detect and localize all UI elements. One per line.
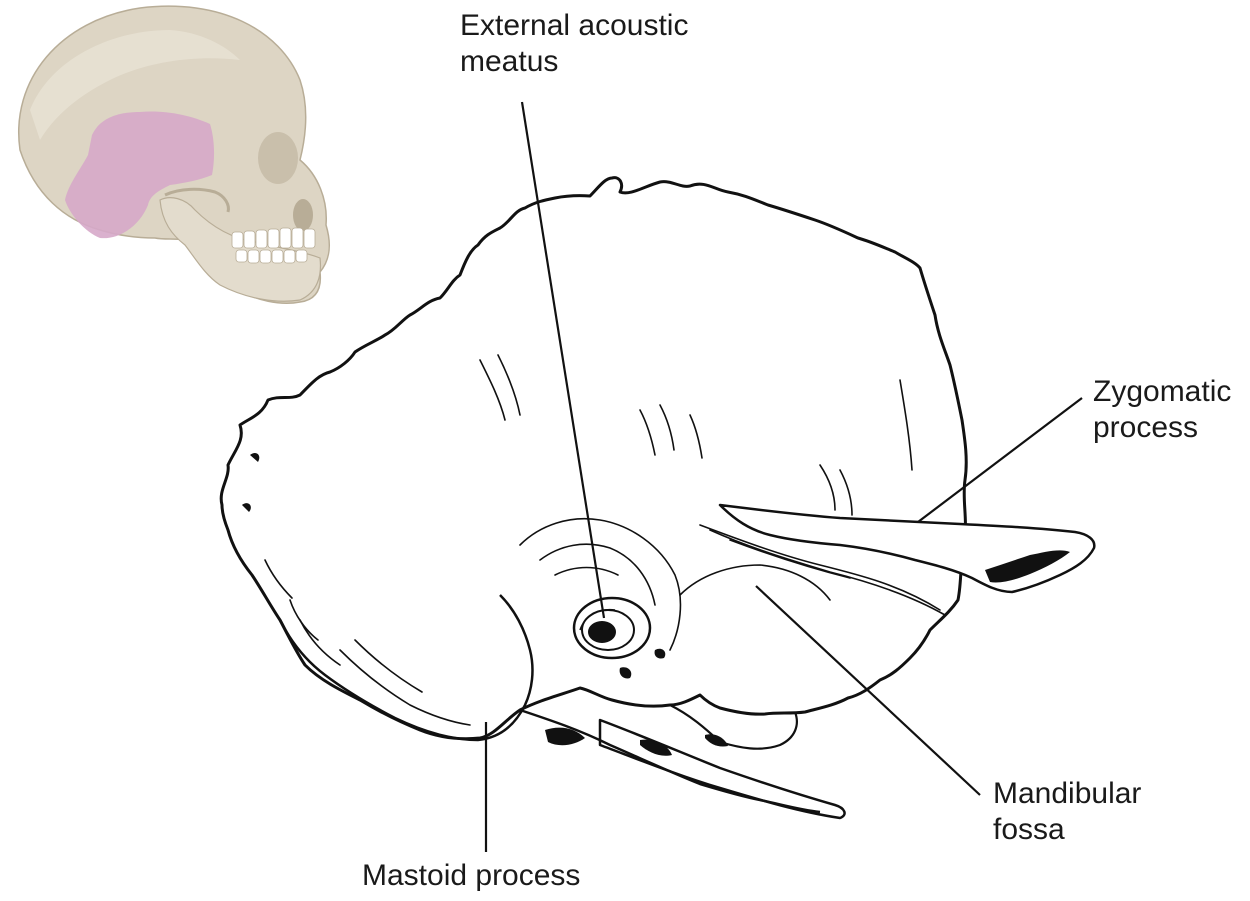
shadow-patch — [242, 503, 251, 512]
shadow-patch — [545, 727, 585, 746]
meatus-canal — [588, 621, 616, 643]
contour-line — [729, 539, 851, 579]
contour-line — [819, 464, 836, 511]
contour-line — [289, 599, 319, 641]
contour-line — [554, 566, 619, 576]
contour-line — [679, 564, 831, 601]
leader-line-mandibular-fossa — [755, 585, 981, 796]
shadow-patch — [619, 667, 632, 679]
shadow-patch — [250, 452, 260, 462]
label-line: Zygomatic — [1093, 375, 1232, 408]
label-zygomatic-process: Zygomatic process — [1093, 374, 1231, 446]
contour-line — [479, 359, 506, 421]
teeth — [231, 227, 316, 264]
meatus-rim — [579, 608, 616, 631]
label-line: process — [1093, 411, 1199, 444]
label-line: External acoustic — [460, 9, 689, 42]
squamous-part — [219, 176, 968, 741]
contour-line — [539, 543, 656, 606]
contour-line — [659, 404, 675, 451]
leader-line-zygomatic-process — [917, 397, 1083, 523]
contour-line — [639, 409, 656, 456]
label-mastoid-process: Mastoid process — [362, 858, 580, 894]
label-mandibular-fossa: Mandibular fossa — [993, 776, 1141, 848]
contour-line — [519, 517, 682, 651]
inferior-edge — [669, 704, 798, 750]
skull-shading — [30, 30, 240, 140]
label-line: Mastoid process — [362, 859, 581, 892]
contour-line — [339, 649, 471, 726]
nasal-cavity — [293, 199, 313, 231]
contour-line — [899, 379, 913, 471]
contour-line — [354, 639, 423, 693]
eye-socket — [258, 132, 298, 184]
meatus-opening — [572, 596, 652, 660]
zygomatic-arch — [164, 187, 230, 213]
leader-line-external-acoustic-meatus — [520, 101, 606, 619]
mastoid-region — [278, 594, 534, 742]
contour-line — [839, 469, 853, 516]
shadow-patches — [242, 452, 1070, 756]
shadow-patch — [654, 648, 666, 659]
shadow-patch — [985, 550, 1070, 583]
temporal-bone-highlight — [65, 111, 215, 239]
label-line: fossa — [993, 813, 1065, 846]
shadow-patch — [640, 739, 672, 756]
petrous-tail — [519, 708, 821, 814]
contour-line — [497, 354, 521, 416]
contour-line — [699, 524, 941, 611]
mandible — [159, 197, 322, 302]
shadow-patch — [705, 734, 728, 747]
inset-skull — [18, 5, 331, 305]
contour-line — [689, 414, 703, 459]
label-line: Mandibular — [993, 777, 1142, 810]
contour-line — [264, 559, 293, 599]
label-line: meatus — [460, 45, 559, 78]
styloid-process — [598, 718, 846, 820]
leader-lines — [484, 101, 1083, 852]
label-external-acoustic-meatus: External acoustic meatus — [460, 8, 688, 80]
bone-contours — [264, 354, 946, 726]
temporal-bone — [219, 176, 1096, 820]
